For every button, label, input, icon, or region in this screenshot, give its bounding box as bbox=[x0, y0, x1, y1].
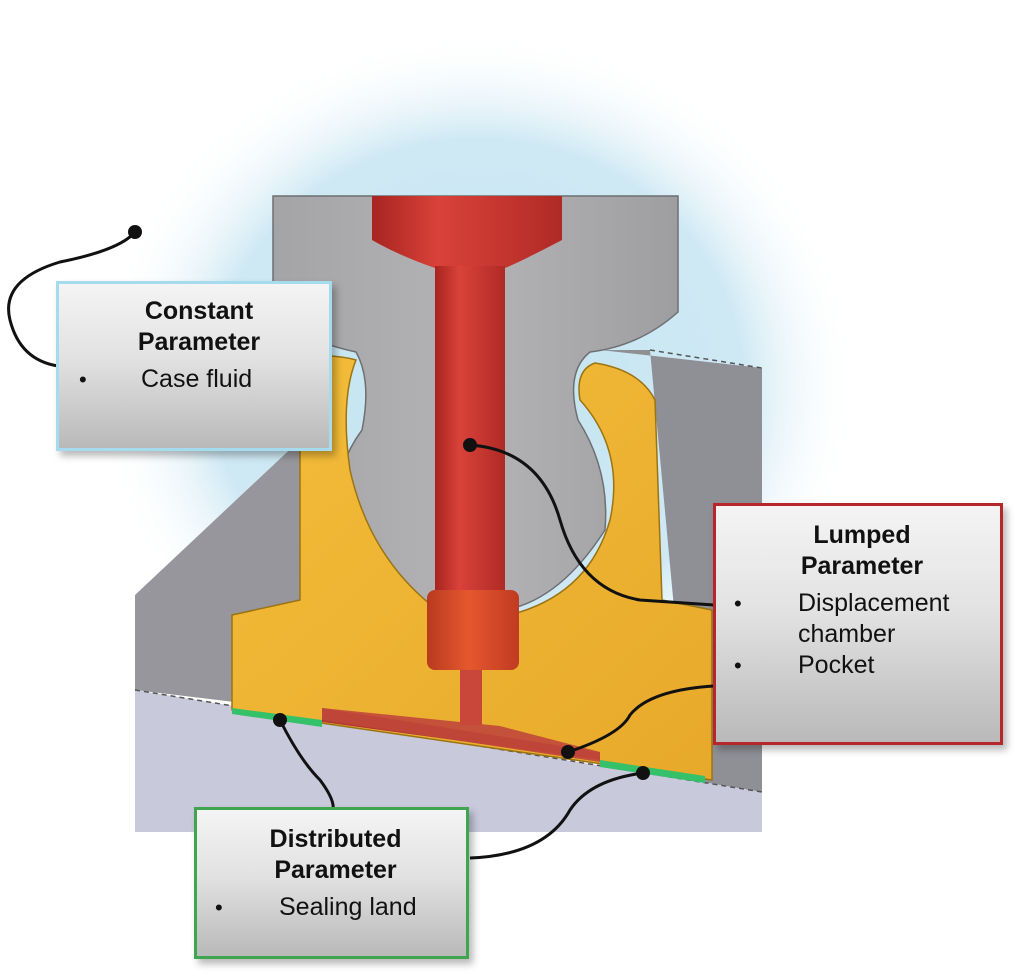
constant-item: • Case fluid bbox=[79, 364, 319, 395]
leader-constant bbox=[7, 230, 137, 368]
swashplate bbox=[135, 690, 762, 832]
piston-top bbox=[372, 196, 562, 268]
lumped-item-label-line2: chamber bbox=[798, 620, 896, 648]
piston-head bbox=[427, 590, 519, 670]
lumped-item-label: Pocket bbox=[798, 651, 875, 679]
lumped-item: • Pocket bbox=[734, 650, 990, 681]
anchor-land-right bbox=[636, 766, 650, 780]
constant-parameter-callout: Constant Parameter • Case fluid bbox=[56, 281, 332, 451]
distributed-item-label: Sealing land bbox=[279, 893, 417, 921]
leader-lumped-2 bbox=[567, 684, 715, 754]
lumped-item-list: • Displacement chamber • Pocket bbox=[734, 588, 990, 681]
distributed-item: • Sealing land bbox=[215, 892, 456, 923]
distributed-parameter-callout: Distributed Parameter • Sealing land bbox=[194, 807, 469, 959]
lumped-item-label-line1: Displacement bbox=[798, 589, 950, 617]
constant-title-line2: Parameter bbox=[137, 328, 261, 356]
distributed-item-list: • Sealing land bbox=[215, 892, 456, 923]
anchor-displacement bbox=[463, 438, 477, 452]
constant-title-line1: Constant bbox=[144, 297, 254, 325]
bullet-icon: • bbox=[734, 591, 742, 616]
bullet-icon: • bbox=[215, 895, 223, 920]
piston-rod bbox=[435, 266, 505, 596]
leader-distributed-2 bbox=[469, 771, 644, 860]
anchor-land-left bbox=[273, 713, 287, 727]
leader-lumped-1 bbox=[469, 443, 715, 607]
bullet-icon: • bbox=[79, 367, 87, 392]
constant-item-label: Case fluid bbox=[141, 365, 253, 393]
bullet-icon: • bbox=[734, 653, 742, 678]
distributed-title-line2: Parameter bbox=[274, 856, 397, 884]
lumped-title-line1: Lumped bbox=[813, 521, 911, 549]
sealing-land-right bbox=[600, 760, 705, 783]
anchor-constant bbox=[128, 225, 142, 239]
leader-distributed-1 bbox=[278, 719, 335, 811]
lumped-title-line2: Parameter bbox=[800, 552, 924, 580]
distributed-title-line1: Distributed bbox=[269, 825, 402, 853]
anchor-pocket bbox=[561, 745, 575, 759]
lumped-parameter-callout: Lumped Parameter • Displacement chamber … bbox=[713, 503, 1003, 745]
constant-item-list: • Case fluid bbox=[79, 364, 319, 395]
lumped-item: • Displacement chamber bbox=[734, 588, 990, 650]
orifice bbox=[460, 670, 482, 725]
